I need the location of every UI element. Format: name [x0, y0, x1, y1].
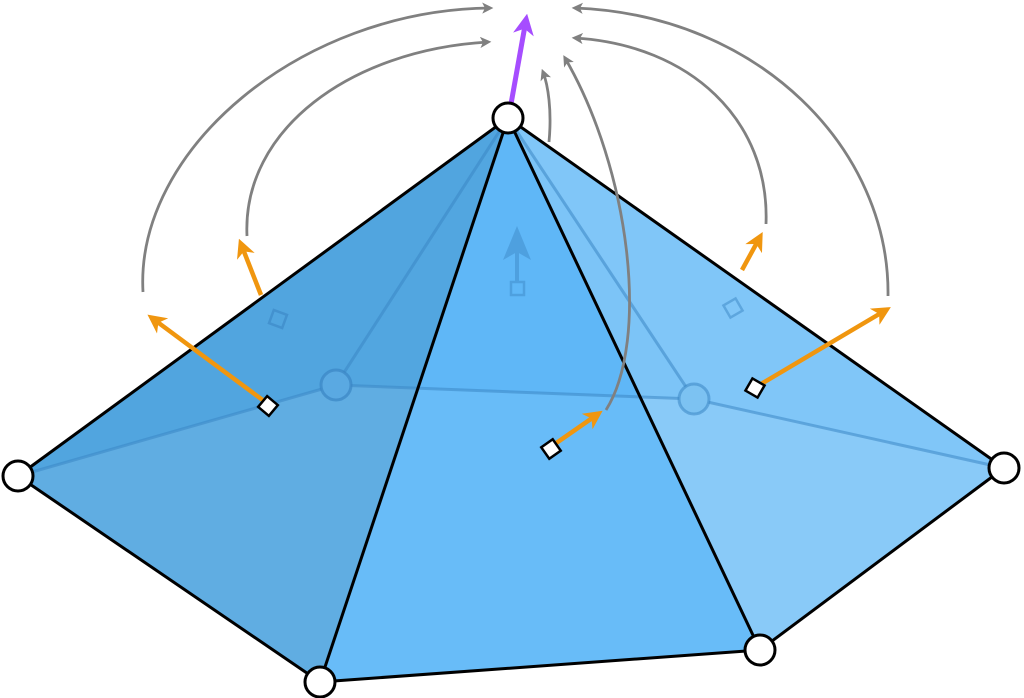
vertices: [1, 101, 1021, 698]
hidden-edges: [17, 117, 1005, 478]
face-normal-front-center: [550, 410, 603, 448]
face-normals: [147, 232, 891, 448]
face-center-marker-front-center: [539, 437, 563, 461]
hidden-vertex-right: [677, 382, 711, 416]
face-normal-back-left: [237, 238, 264, 296]
vertex-normal-arrow: [508, 13, 534, 105]
influence-arcs: [141, 2, 890, 411]
face-center-marker-front-left: [256, 394, 280, 418]
vertex-left: [1, 459, 35, 493]
face-center-marker-front-right: [743, 376, 767, 400]
hidden-face-normal: [503, 226, 531, 297]
vertex-bottom-left: [303, 665, 337, 698]
face-normal-front-left: [147, 314, 270, 406]
vertex-right: [987, 451, 1021, 485]
face-center-marker-back-right: [721, 296, 745, 320]
vertex-bottom-right: [743, 633, 777, 667]
hidden-vertex-left: [319, 368, 353, 402]
vertex-apex: [491, 101, 525, 135]
visible-edges: [17, 116, 1005, 684]
face-normal-front-right: [754, 307, 891, 389]
face-center-marker-back-left: [267, 308, 289, 330]
face-normal-back-right: [740, 232, 763, 272]
front-face-center: [320, 118, 760, 682]
